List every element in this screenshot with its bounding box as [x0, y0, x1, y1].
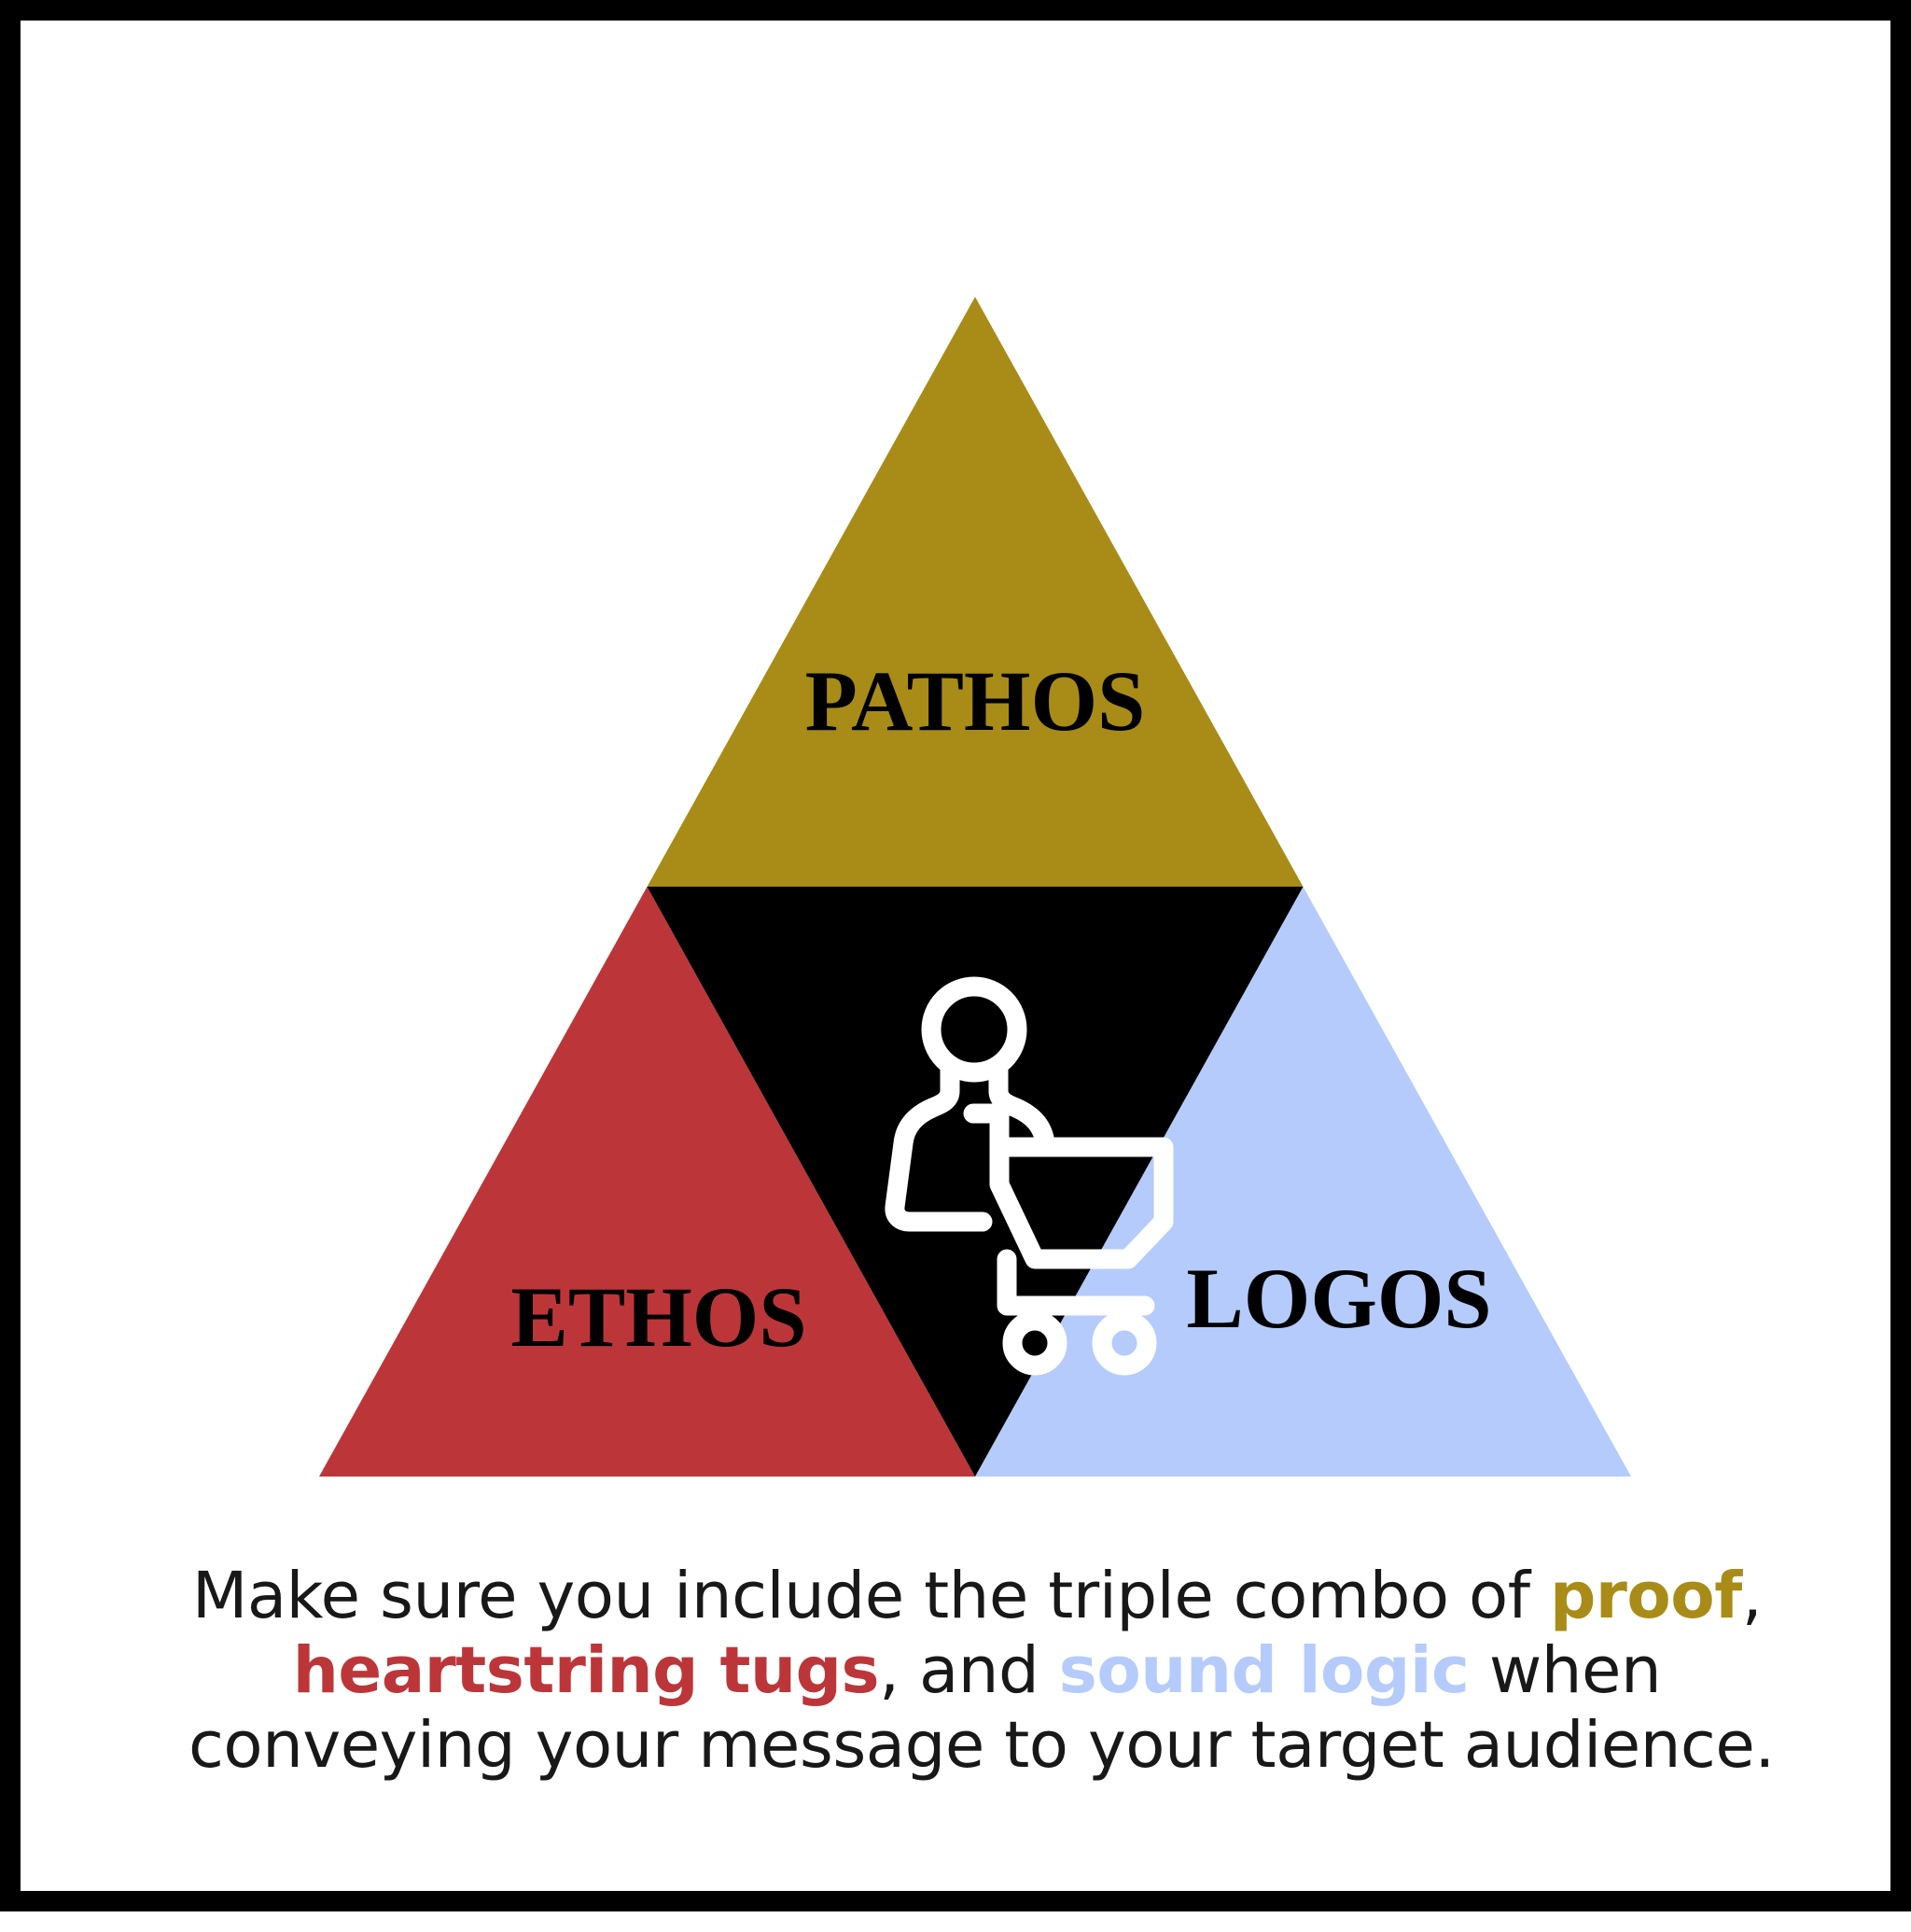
shopper-body-icon: [885, 1056, 993, 1232]
shopper-head-icon: [921, 976, 1027, 1083]
pathos-label: PATHOS: [805, 653, 1146, 749]
pathos-triangle[interactable]: [647, 297, 1304, 887]
caption-line2-after: when: [1469, 1633, 1662, 1709]
cart-wheel-left-icon: [1002, 1310, 1067, 1376]
highlight-heartstring-tugs: heartstring tugs: [292, 1633, 880, 1709]
segment-ethos[interactable]: ETHOS: [319, 887, 975, 1477]
cart-basket-icon: [989, 1137, 1174, 1269]
caption-line2-middle: , and: [879, 1633, 1059, 1709]
segment-center[interactable]: [647, 887, 1304, 1477]
highlight-proof: proof: [1549, 1559, 1742, 1633]
highlight-sound-logic: sound logic: [1058, 1633, 1470, 1709]
ethos-triangle[interactable]: [319, 887, 975, 1477]
caption-line-2: heartstring tugs, and sound logic when: [188, 1633, 1765, 1708]
caption-text: Make sure you include the triple combo o…: [188, 1559, 1775, 1784]
rhetorical-triangle-diagram: PATHOS ETHOS LOGOS: [21, 21, 1911, 1533]
caption-line1-before: Make sure you include the triple combo o…: [191, 1559, 1550, 1633]
ethos-label: ETHOS: [510, 1269, 806, 1365]
caption-line-3: conveying your message to your target au…: [188, 1708, 1775, 1784]
shopper-with-cart-icon: [885, 976, 1174, 1376]
logos-label: LOGOS: [1186, 1251, 1491, 1346]
canvas: PATHOS ETHOS LOGOS: [21, 21, 1911, 1932]
shopper-arm-icon: [988, 1056, 1055, 1154]
cart-wheel-right-icon: [1092, 1310, 1157, 1376]
segment-pathos[interactable]: PATHOS: [647, 297, 1304, 887]
cart-frame-icon: [997, 1249, 1155, 1316]
center-triangle[interactable]: [647, 887, 1304, 1477]
cart-handle-icon: [963, 1103, 1010, 1157]
caption-line1-after: ,: [1741, 1559, 1763, 1633]
caption-line-1: Make sure you include the triple combo o…: [188, 1559, 1765, 1633]
